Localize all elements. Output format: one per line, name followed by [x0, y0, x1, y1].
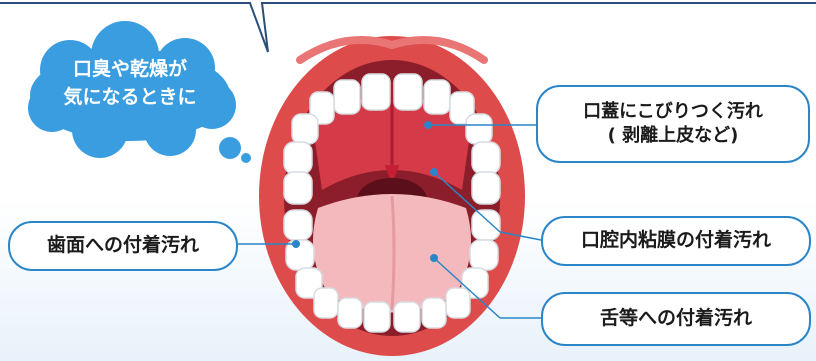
label-teeth-stain: 歯面への付着汚れ [8, 221, 238, 271]
label-tongue-stain: 舌等への付着汚れ [541, 292, 811, 346]
label-palate-stain: 口蓋にこびりつく汚れ ( 剥離上皮など) [536, 85, 810, 163]
palate-label-line-1: 口蓋にこびりつく汚れ [583, 100, 763, 124]
cloud-line-2: 気になるときに [40, 84, 220, 112]
cloud-line-1: 口臭や乾燥が [40, 56, 220, 84]
thought-cloud-text: 口臭や乾燥が 気になるときに [40, 56, 220, 111]
label-mucosa-stain: 口腔内粘膜の付着汚れ [541, 216, 811, 266]
palate-label-line-2: ( 剥離上皮など) [608, 124, 739, 148]
